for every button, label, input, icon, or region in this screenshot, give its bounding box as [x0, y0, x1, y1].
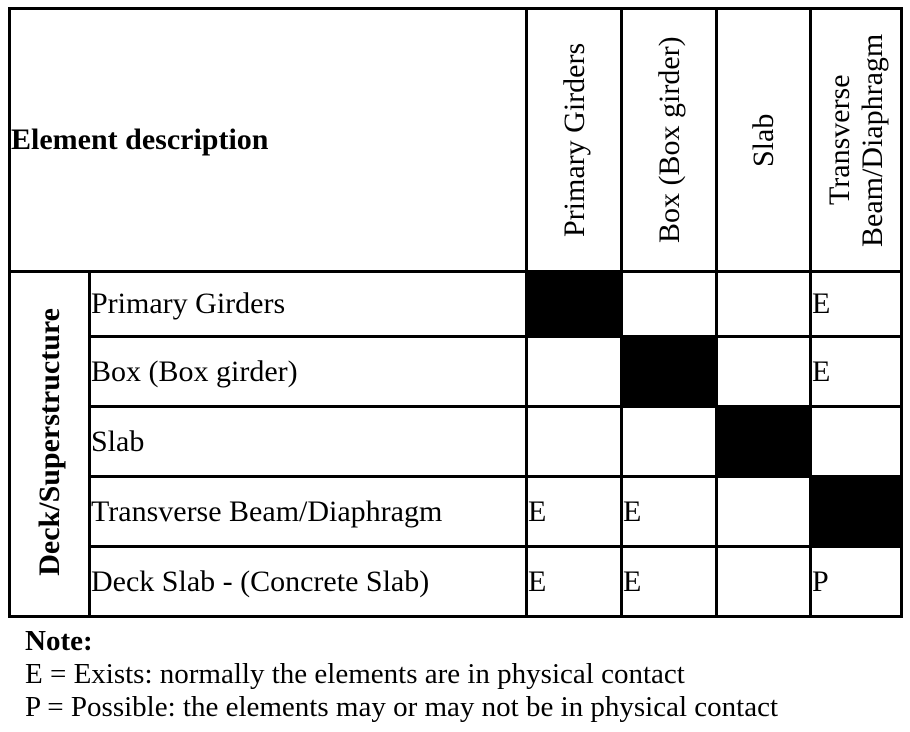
table-row: Slab: [10, 405, 904, 478]
table-row: Transverse Beam/Diaphragm E E: [10, 475, 904, 548]
row-label: Transverse Beam/Diaphragm: [87, 475, 529, 548]
column-header-label: Transverse Beam/Diaphragm: [823, 33, 890, 247]
matrix-cell: [620, 335, 719, 408]
matrix-cell: [715, 405, 813, 478]
column-header-box-girder: Box (Box girder): [620, 7, 719, 273]
column-header-transverse-beam: Transverse Beam/Diaphragm: [809, 7, 904, 273]
note-line-p-definition: P = Possible: the elements may or may no…: [25, 691, 779, 723]
table-row: Deck Slab - (Concrete Slab) E E P: [10, 545, 904, 618]
column-header-label: Box (Box girder): [652, 36, 686, 244]
column-header-label: Slab: [747, 113, 781, 167]
note-line-e-definition: E = Exists: normally the elements are in…: [25, 658, 685, 690]
column-header-slab: Slab: [715, 7, 813, 273]
row-label: Deck Slab - (Concrete Slab): [87, 545, 529, 618]
column-header-primary-girders: Primary Girders: [525, 7, 624, 273]
matrix-cell: [715, 475, 813, 548]
row-label: Primary Girders: [87, 270, 529, 338]
matrix-cell: E: [620, 475, 719, 548]
group-label-cell: Deck/Superstructure: [8, 270, 91, 618]
element-connectivity-matrix: Element description Primary Girders Box …: [7, 7, 904, 618]
matrix-cell: [525, 270, 624, 338]
matrix-cell: [620, 405, 719, 478]
row-label: Slab: [87, 405, 529, 478]
matrix-cell: E: [620, 545, 719, 618]
matrix-cell: E: [525, 545, 624, 618]
table-row: Box (Box girder) E: [10, 335, 904, 408]
matrix-cell: [809, 475, 904, 548]
matrix-cell: [715, 270, 813, 338]
corner-header-label: Element description: [11, 123, 269, 156]
table-row: Deck/Superstructure Primary Girders E: [8, 270, 904, 618]
matrix-cell: [809, 405, 904, 478]
matrix-cell: [525, 335, 624, 408]
matrix-cell: E: [809, 335, 904, 408]
corner-header-cell: Element description: [7, 7, 529, 273]
header-row: Element description Primary Girders Box …: [7, 7, 904, 273]
matrix-cell: [525, 405, 624, 478]
matrix-cell: [715, 545, 813, 618]
matrix-cell: [620, 270, 719, 338]
note-section: Note: E = Exists: normally the elements …: [25, 625, 910, 724]
matrix-cell: E: [525, 475, 624, 548]
matrix-cell: P: [809, 545, 904, 618]
group-label: Deck/Superstructure: [32, 307, 66, 576]
row-label: Box (Box girder): [87, 335, 529, 408]
matrix-cell: E: [809, 270, 904, 338]
note-title: Note:: [25, 625, 93, 657]
matrix-cell: [715, 335, 813, 408]
column-header-label: Primary Girders: [557, 42, 591, 238]
